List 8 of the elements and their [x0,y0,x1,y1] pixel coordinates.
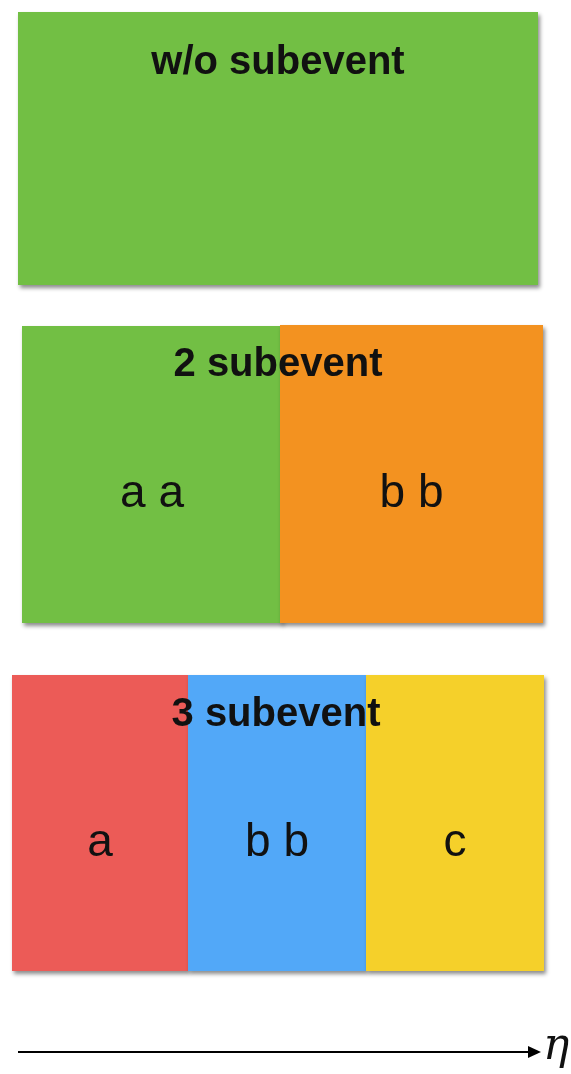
axis-label: η [543,1020,570,1069]
heading: w/o subevent [151,38,405,82]
block-label: b b [379,465,444,517]
block-label: a [87,814,113,866]
block-label: c [443,814,467,866]
block-label: a a [120,466,184,517]
block-label: b b [245,814,309,866]
color-block [18,12,538,285]
